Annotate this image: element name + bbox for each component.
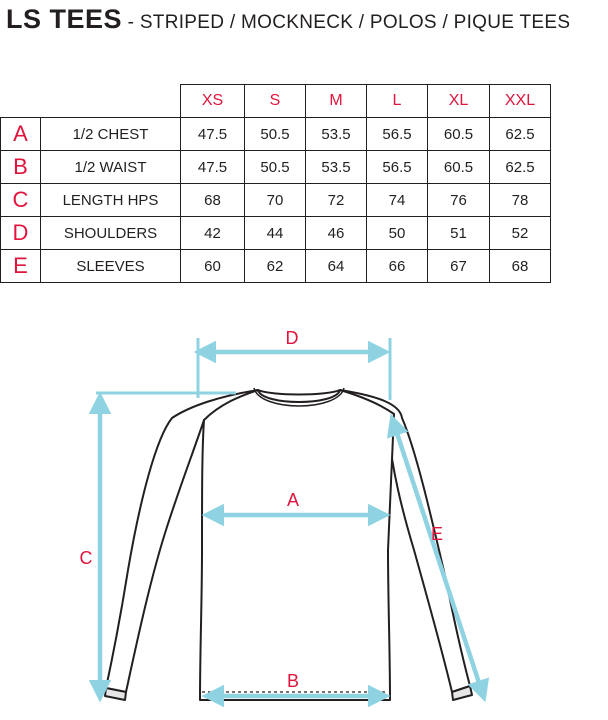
table-cell: 76: [427, 183, 490, 217]
table-cell: 47.5: [180, 117, 245, 151]
table-cell: 51: [427, 216, 490, 250]
table-cell: 47.5: [180, 150, 245, 184]
table-cell: 52: [489, 216, 551, 250]
collar: [257, 389, 341, 403]
long-sleeve-shirt-outline: [104, 387, 473, 701]
diagram-labels: D A B C E: [80, 328, 444, 691]
table-cell: 60: [180, 249, 245, 283]
size-header: S: [244, 84, 306, 118]
size-header: XS: [180, 84, 245, 118]
row-label: LENGTH HPS: [40, 183, 181, 217]
size-chart-table: XS S M L XL XXL A 1/2 CHEST 47.5 50.5 53…: [0, 84, 551, 283]
table-cell: 72: [305, 183, 367, 217]
table-cell: 46: [305, 216, 367, 250]
row-letter: A: [0, 117, 41, 151]
size-header: XL: [427, 84, 490, 118]
table-cell: 66: [366, 249, 428, 283]
table-cell: 78: [489, 183, 551, 217]
table-cell: 56.5: [366, 150, 428, 184]
row-letter: B: [0, 150, 41, 184]
title-styles: - STRIPED / MOCKNECK / POLOS / PIQUE TEE…: [122, 12, 571, 33]
table-cell: 50: [366, 216, 428, 250]
table-cell: 67: [427, 249, 490, 283]
row-label: SHOULDERS: [40, 216, 181, 250]
row-label: 1/2 WAIST: [40, 150, 181, 184]
table-row: B 1/2 WAIST 47.5 50.5 53.5 56.5 60.5 62.…: [0, 150, 551, 184]
arrow-e-sleeve: [386, 413, 490, 703]
size-header: M: [305, 84, 367, 118]
label-a: A: [287, 490, 299, 510]
table-cell: 68: [489, 249, 551, 283]
table-cell: 62.5: [489, 150, 551, 184]
table-cell: 50.5: [244, 117, 306, 151]
row-label: SLEEVES: [40, 249, 181, 283]
label-c: C: [80, 548, 93, 568]
shirt-measurement-diagram: D A B C E: [80, 328, 490, 708]
table-cell: 53.5: [305, 117, 367, 151]
label-e: E: [431, 524, 443, 544]
shirt-body: [199, 389, 395, 701]
page-title: LS TEES - STRIPED / MOCKNECK / POLOS / P…: [6, 0, 570, 38]
table-cell: 74: [366, 183, 428, 217]
label-d: D: [286, 328, 299, 348]
table-row: E SLEEVES 60 62 64 66 67 68: [0, 249, 551, 283]
table-row: C LENGTH HPS 68 70 72 74 76 78: [0, 183, 551, 217]
table-cell: 62: [244, 249, 306, 283]
table-cell: 70: [244, 183, 306, 217]
row-letter: C: [0, 183, 41, 217]
title-product: LS TEES: [6, 4, 123, 34]
size-header: L: [366, 84, 428, 118]
row-label: 1/2 CHEST: [40, 117, 181, 151]
collar-rib: [253, 387, 345, 407]
table-cell: 42: [180, 216, 245, 250]
table-cell: 56.5: [366, 117, 428, 151]
table-row: A 1/2 CHEST 47.5 50.5 53.5 56.5 60.5 62.…: [0, 117, 551, 151]
table-cell: 64: [305, 249, 367, 283]
measurement-arrows: [88, 338, 490, 708]
size-header: XXL: [489, 84, 551, 118]
row-letter: E: [0, 249, 41, 283]
table-cell: 68: [180, 183, 245, 217]
row-letter: D: [0, 216, 41, 250]
left-sleeve: [105, 389, 259, 693]
table-row: D SHOULDERS 42 44 46 50 51 52: [0, 216, 551, 250]
table-cell: 60.5: [427, 150, 490, 184]
table-cell: 62.5: [489, 117, 551, 151]
table-cell: 50.5: [244, 150, 306, 184]
size-header-row: XS S M L XL XXL: [1, 84, 551, 118]
table-cell: 53.5: [305, 150, 367, 184]
table-cell: 60.5: [427, 117, 490, 151]
label-b: B: [287, 671, 299, 691]
table-cell: 44: [244, 216, 306, 250]
